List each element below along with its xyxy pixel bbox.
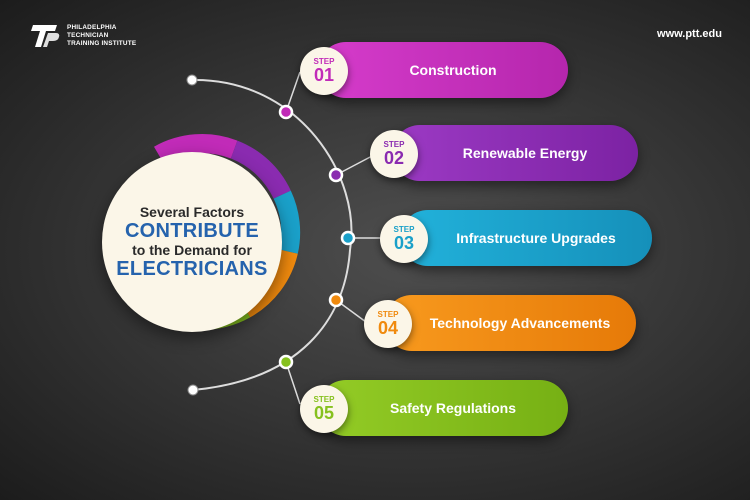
step-01-badge: STEP 01 [300, 47, 348, 95]
step-02-badge: STEP 02 [370, 130, 418, 178]
org-name-line2: TECHNICIAN [67, 32, 109, 39]
step-02-number: 02 [383, 148, 405, 168]
org-name-line3: TRAINING INSTITUTE [67, 40, 137, 47]
step-02-title: Renewable Energy [462, 145, 588, 161]
org-name: PHILADELPHIA TECHNICIAN TRAINING INSTITU… [67, 24, 136, 48]
ring-segment-blue [273, 190, 301, 254]
step-04-number: 04 [377, 318, 399, 338]
step-04-bar: Technology Advancements [384, 295, 636, 351]
step-05-label: STEP [313, 395, 335, 404]
step-03-title: Infrastructure Upgrades [456, 230, 616, 246]
step-01-title: Construction [409, 62, 497, 78]
step-01-number: 01 [313, 65, 335, 85]
center-title-line3: to the Demand for [132, 242, 252, 258]
arc-node-05 [278, 354, 294, 370]
center-title-line1: Several Factors [139, 204, 245, 220]
center-title-line2: CONTRIBUTE [124, 220, 260, 242]
step-01-label: STEP [313, 57, 335, 66]
step-03-badge: STEP 03 [380, 215, 428, 263]
arc-node-04 [328, 292, 344, 308]
step-02-label: STEP [383, 140, 405, 149]
step-04-badge: STEP 04 [364, 300, 412, 348]
center-title-circle: Several Factors CONTRIBUTE to the Demand… [102, 152, 282, 332]
step-05-number: 05 [313, 403, 335, 423]
step-05-bar: Safety Regulations [318, 380, 568, 436]
step-04-title: Technology Advancements [429, 315, 611, 331]
ptti-logo-icon [31, 25, 60, 47]
arc-end-dot-top [186, 74, 198, 86]
ring-segment-purple [230, 140, 291, 199]
arc-node-01 [278, 104, 294, 120]
arc-node-03 [340, 230, 356, 246]
step-03-bar: Infrastructure Upgrades [400, 210, 652, 266]
link-step-05 [285, 361, 301, 405]
step-03-label: STEP [393, 225, 415, 234]
step-02-bar: Renewable Energy [392, 125, 638, 181]
ptti-logo: PHILADELPHIA TECHNICIAN TRAINING INSTITU… [30, 22, 136, 50]
org-name-line1: PHILADELPHIA [67, 24, 117, 31]
arc-end-dot-bottom [187, 384, 199, 396]
step-05-badge: STEP 05 [300, 385, 348, 433]
step-03-number: 03 [393, 233, 415, 253]
center-title-line4: ELECTRICIANS [116, 258, 268, 280]
step-01-bar: Construction [318, 42, 568, 98]
step-05-title: Safety Regulations [389, 400, 517, 416]
arc-node-02 [328, 167, 344, 183]
website-url: www.ptt.edu [657, 28, 722, 40]
step-04-label: STEP [377, 310, 399, 319]
